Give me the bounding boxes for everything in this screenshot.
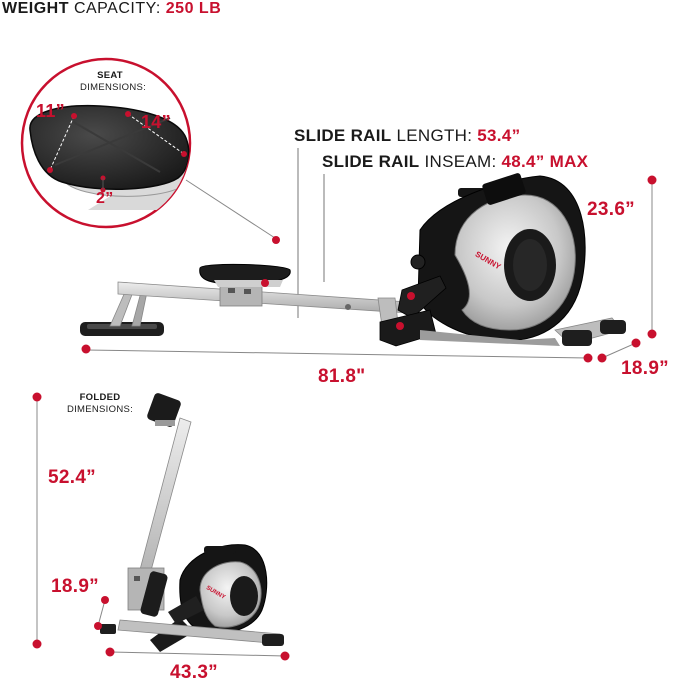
seat-dimensions-subtitle: DIMENSIONS: (80, 82, 147, 93)
main-dimension-lines (81, 175, 657, 363)
seat-dimensions-title: SEAT (97, 70, 123, 81)
folded-height-value: 52.4” (48, 467, 96, 488)
folded-length-value: 43.3” (170, 662, 218, 683)
seat-height-value: 2” (96, 190, 114, 207)
machine-length-value: 81.8" (318, 366, 366, 387)
weight-capacity-bold: WEIGHT (2, 0, 69, 17)
main-rowing-machine (80, 173, 626, 347)
footplate-right (397, 275, 447, 319)
folded-dimensions-title: FOLDED (79, 392, 121, 403)
seat-connector-dot (272, 236, 280, 244)
machine-width-value: 18.9” (621, 358, 669, 379)
slide-rail-inseam-value: 48.4” MAX (501, 152, 589, 171)
folded-width-value: 18.9” (51, 576, 99, 597)
seat-connector-line (185, 179, 276, 239)
seat-length-value: 14” (141, 112, 171, 132)
folded-dimensions-label: FOLDED DIMENSIONS: (66, 392, 134, 416)
slide-rail-length-text: LENGTH: (391, 126, 478, 145)
weight-capacity-value: 250 LB (165, 0, 222, 17)
weight-capacity-label: WEIGHT CAPACITY: 250 LB (2, 0, 221, 18)
seat-width-value: 11” (36, 101, 65, 121)
seat-dimensions-label: SEAT DIMENSIONS: (80, 70, 146, 94)
folded-dimension-lines (32, 392, 290, 661)
seat-detail-callout (20, 57, 192, 229)
weight-capacity-text: CAPACITY: (69, 0, 166, 17)
slide-rail-inseam-bold: SLIDE RAIL (322, 152, 420, 171)
slide-rail-length-value: 53.4” (477, 126, 521, 145)
monitor (482, 173, 526, 205)
slide-rail-length-label: SLIDE RAIL LENGTH: 53.4” (294, 126, 520, 146)
slide-rail-length-bold: SLIDE RAIL (294, 126, 392, 145)
slide-rail-inseam-label: SLIDE RAIL INSEAM: 48.4” MAX (322, 152, 588, 172)
folded-handle (204, 546, 236, 554)
seat (199, 263, 291, 285)
folded-length-line (109, 651, 286, 657)
slide-rail-inseam-text: INSEAM: (419, 152, 502, 171)
folded-width-line (97, 599, 106, 627)
length-dim-line (85, 349, 589, 359)
machine-height-value: 23.6” (587, 199, 635, 220)
folded-rowing-machine (100, 393, 284, 652)
width-dim-line (601, 342, 637, 359)
folded-dimensions-subtitle: DIMENSIONS: (66, 404, 134, 415)
